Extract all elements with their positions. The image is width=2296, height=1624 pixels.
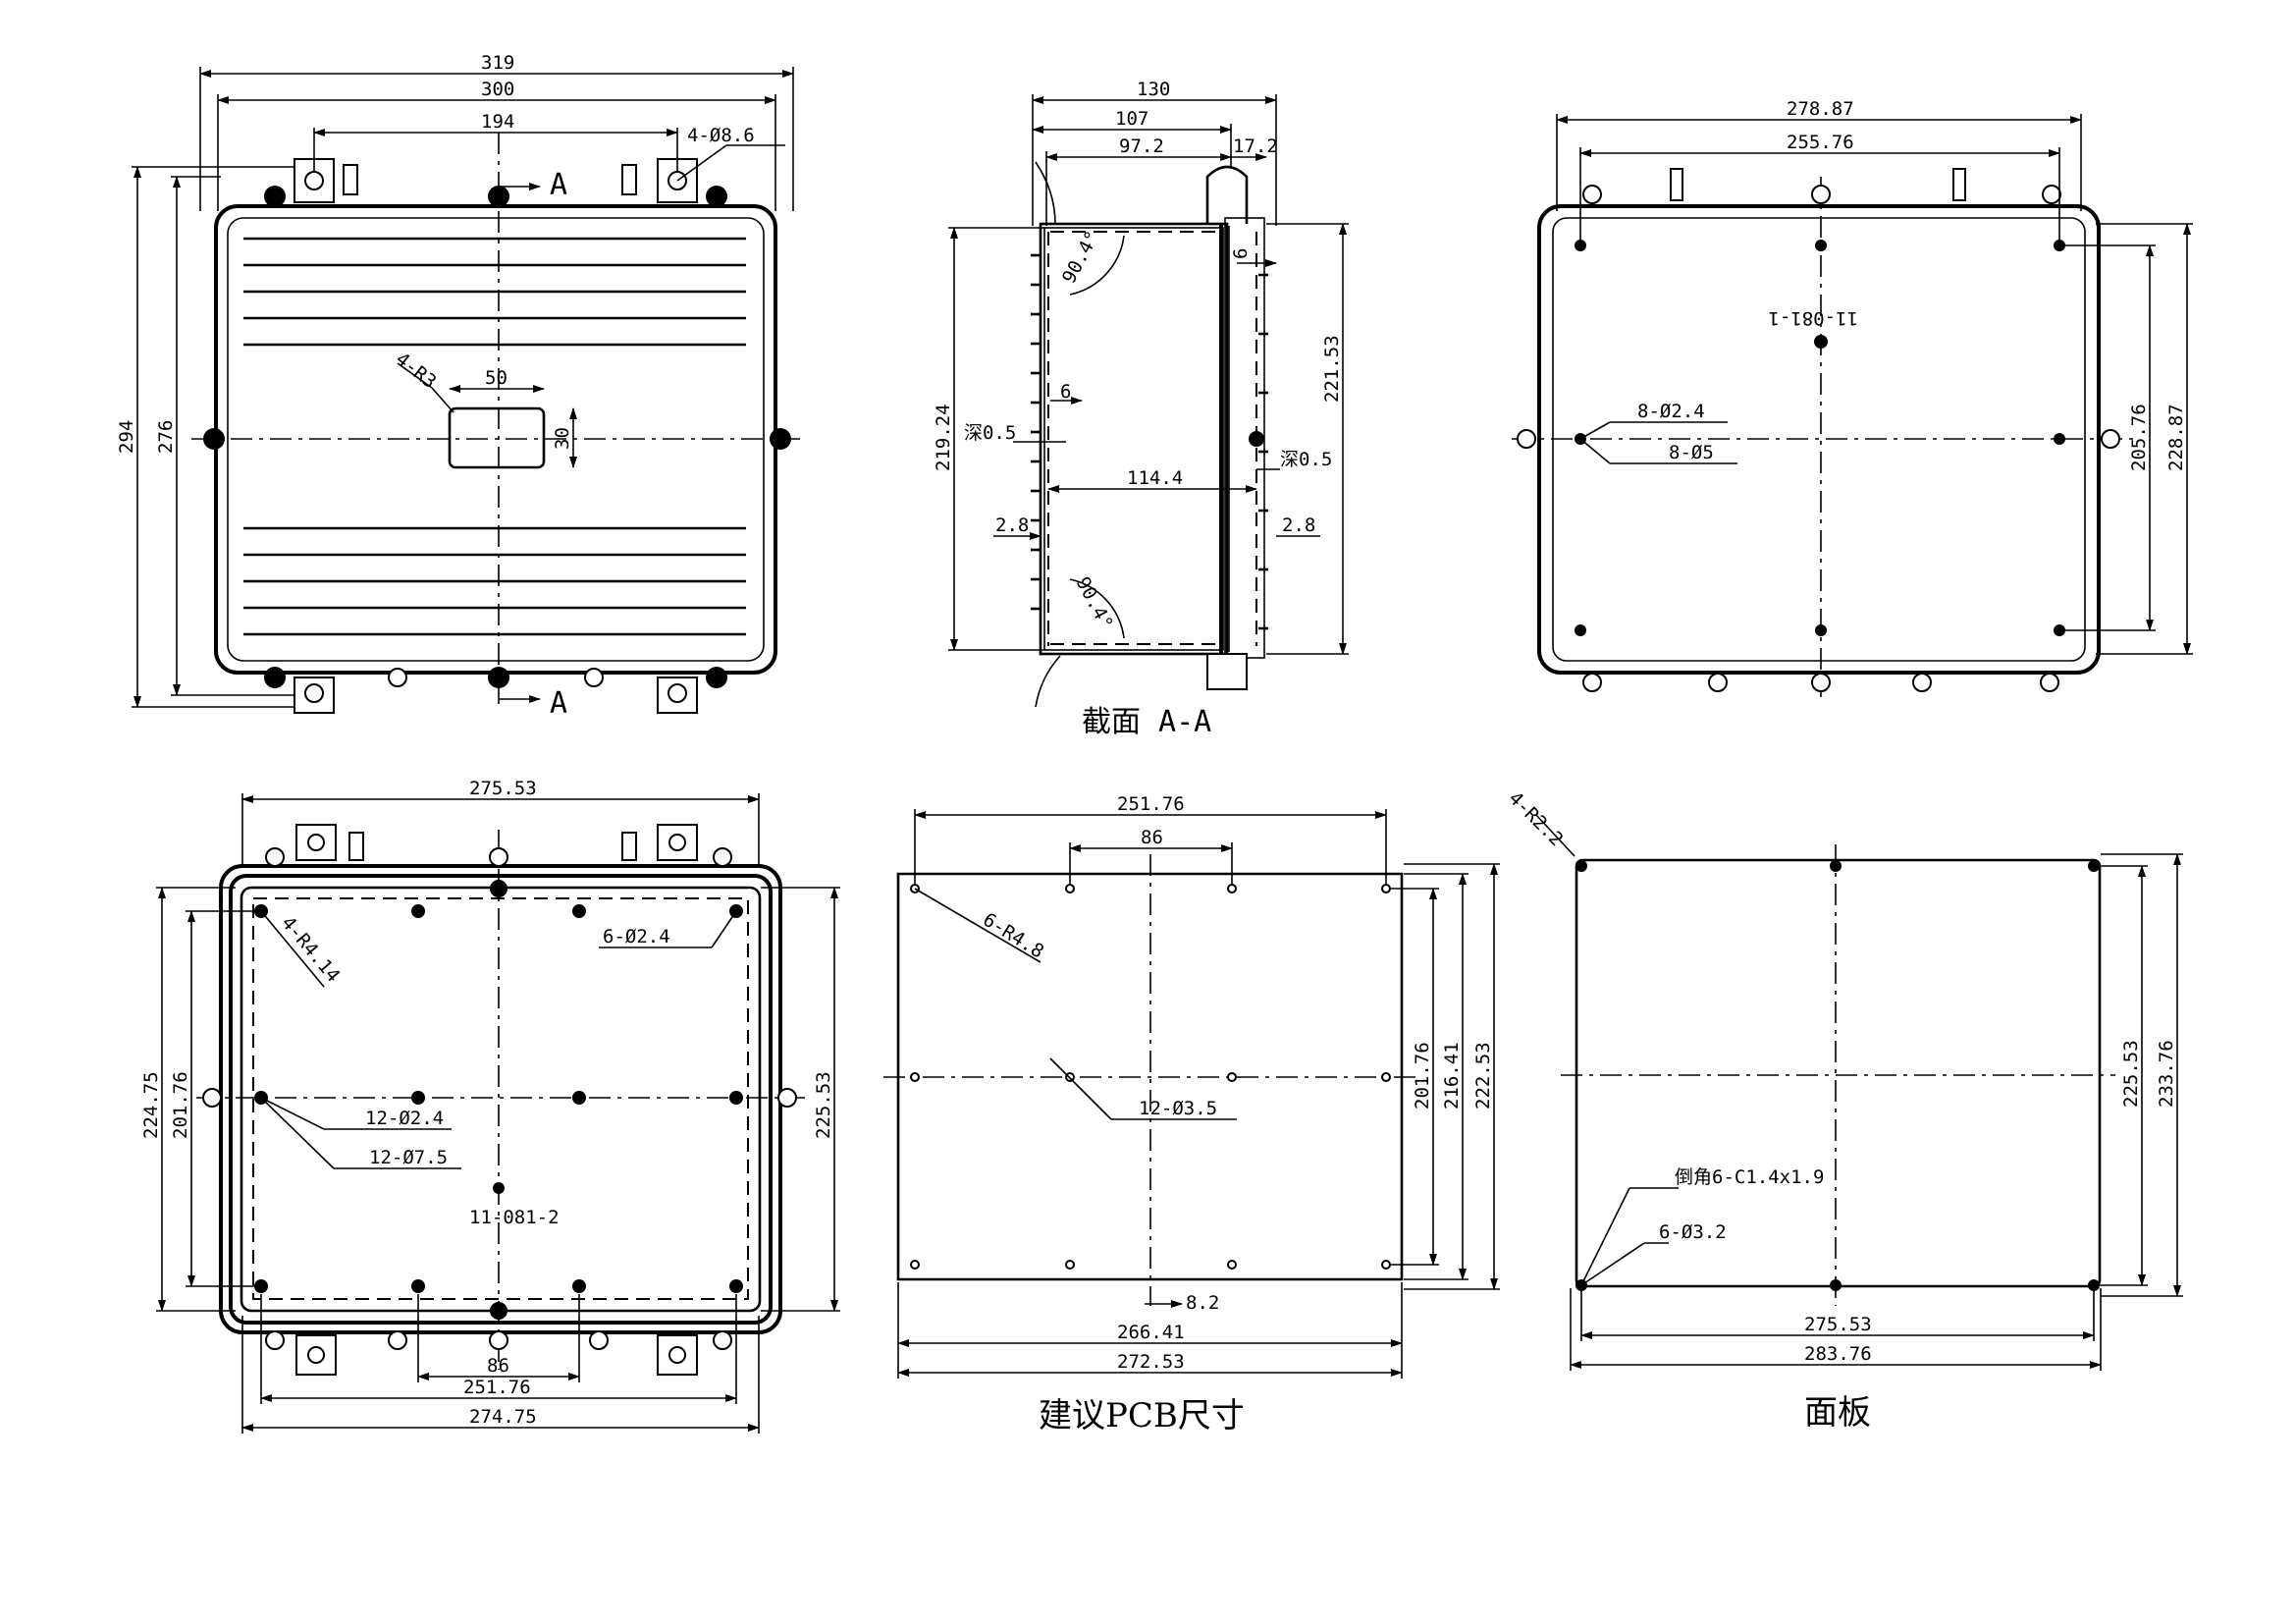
dim-251.76-inside: 251.76 bbox=[463, 1377, 531, 1398]
bottom-view-dimensions: 278.87 255.76 8-Ø2.4 8-Ø5 205.76 228.87 bbox=[1556, 98, 2193, 655]
dim-275.53-panel: 275.53 bbox=[1804, 1314, 1872, 1335]
dim-276: 276 bbox=[155, 420, 177, 454]
dim-107: 107 bbox=[1115, 108, 1148, 130]
dim-255.76: 255.76 bbox=[1787, 132, 1854, 153]
dim-225.53-right: 225.53 bbox=[813, 1071, 834, 1139]
dim-depth-0.5-right: 深0.5 bbox=[1280, 449, 1332, 470]
dim-2.8-left: 2.8 bbox=[995, 514, 1029, 536]
section-fins bbox=[1031, 253, 1268, 630]
pcb-view: 251.76 86 6-R4.8 12-Ø3.5 201.76 216.41 2… bbox=[883, 793, 1500, 1435]
dim-30: 30 bbox=[552, 427, 573, 450]
dim-depth-0.5-left: 深0.5 bbox=[964, 422, 1016, 444]
panel-dimensions: 4-R2.2 225.53 233.76 倒角6-C1.4x1.9 6-Ø3.2… bbox=[1504, 787, 2183, 1371]
inside-view-holes bbox=[202, 824, 797, 1376]
panel-caption: 面板 bbox=[1804, 1393, 1871, 1433]
dim-6-top: 6 bbox=[1230, 248, 1252, 259]
dim-12-dia-2.4: 12-Ø2.4 bbox=[365, 1108, 444, 1129]
dim-6-R4.8: 6-R4.8 bbox=[979, 909, 1047, 963]
dim-275.53-top: 275.53 bbox=[469, 778, 537, 799]
dim-4-R3: 4-R3 bbox=[392, 349, 441, 394]
inside-view-part-number: 11-081-2 bbox=[469, 1207, 560, 1228]
dim-272.53: 272.53 bbox=[1117, 1351, 1185, 1373]
dim-283.76: 283.76 bbox=[1804, 1343, 1872, 1365]
inside-view: 11-081-2 275.53 4-R4.14 6-Ø2.4 224.75 20… bbox=[140, 778, 840, 1434]
dim-97.2: 97.2 bbox=[1119, 135, 1164, 157]
dim-225.53-panel: 225.53 bbox=[2120, 1040, 2142, 1108]
bottom-view-holes bbox=[1517, 168, 2120, 692]
dim-6-dia-3.2: 6-Ø3.2 bbox=[1659, 1221, 1727, 1243]
bottom-view-part-number: 11-081-1 bbox=[1768, 307, 1858, 329]
section-dimensions: 130 107 97.2 17.2 6 219.24 221.53 深0.5 深… bbox=[933, 79, 1349, 655]
section-view: 130 107 97.2 17.2 6 219.24 221.53 深0.5 深… bbox=[933, 79, 1349, 739]
dim-8.2: 8.2 bbox=[1186, 1292, 1219, 1314]
section-mark-a-top: A bbox=[550, 168, 567, 202]
dim-130: 130 bbox=[1137, 79, 1170, 100]
dim-12-dia-7.5: 12-Ø7.5 bbox=[369, 1147, 448, 1168]
dim-6-dia-2.4: 6-Ø2.4 bbox=[603, 926, 670, 947]
mounting-ears bbox=[203, 158, 791, 714]
pcb-dimensions: 251.76 86 6-R4.8 12-Ø3.5 201.76 216.41 2… bbox=[897, 793, 1500, 1379]
dim-2.8-right: 2.8 bbox=[1282, 514, 1315, 536]
window-cutout bbox=[448, 406, 546, 469]
dim-chamfer: 倒角6-C1.4x1.9 bbox=[1675, 1166, 1824, 1188]
top-view: 319 300 194 4-Ø8.6 294 276 50 4-R3 30 A … bbox=[116, 52, 800, 721]
dim-294: 294 bbox=[116, 420, 137, 454]
dim-222.53: 222.53 bbox=[1472, 1042, 1494, 1110]
dim-12-dia-3.5: 12-Ø3.5 bbox=[1139, 1098, 1217, 1119]
panel-holes bbox=[1575, 860, 2100, 1291]
dim-201.76-pcb: 201.76 bbox=[1412, 1042, 1433, 1110]
panel-view: 4-R2.2 225.53 233.76 倒角6-C1.4x1.9 6-Ø3.2… bbox=[1504, 787, 2183, 1433]
dim-86-pcb: 86 bbox=[1141, 827, 1163, 848]
dim-50: 50 bbox=[485, 367, 507, 389]
dim-266.41: 266.41 bbox=[1117, 1322, 1185, 1343]
pcb-caption: 建议PCB尺寸 bbox=[1039, 1396, 1245, 1435]
dim-17.2: 17.2 bbox=[1233, 135, 1278, 157]
dim-194: 194 bbox=[481, 111, 514, 133]
dim-201.76-left: 201.76 bbox=[170, 1071, 191, 1139]
dim-6-mid: 6 bbox=[1060, 381, 1071, 403]
dim-221.53: 221.53 bbox=[1321, 335, 1343, 403]
dim-86-inside: 86 bbox=[487, 1355, 509, 1377]
dim-224.75: 224.75 bbox=[140, 1071, 162, 1139]
dim-219.24: 219.24 bbox=[933, 404, 954, 471]
dim-4-dia-8.6: 4-Ø8.6 bbox=[687, 125, 755, 146]
section-caption: 截面 A-A bbox=[1082, 705, 1211, 739]
dim-300: 300 bbox=[481, 79, 514, 100]
dim-8-dia-2.4: 8-Ø2.4 bbox=[1637, 401, 1705, 422]
dim-angle-top: 90.4° bbox=[1058, 228, 1103, 288]
bottom-view: 11-081-1 278.87 255.76 8-Ø2.4 8-Ø5 205.7… bbox=[1512, 98, 2193, 697]
dim-114.4: 114.4 bbox=[1127, 467, 1183, 489]
dim-278.87: 278.87 bbox=[1787, 98, 1854, 120]
dim-228.87: 228.87 bbox=[2165, 404, 2187, 471]
dim-319: 319 bbox=[481, 52, 514, 74]
dim-233.76: 233.76 bbox=[2156, 1040, 2177, 1108]
section-mark-a-bottom: A bbox=[550, 686, 567, 721]
dim-216.41: 216.41 bbox=[1441, 1042, 1463, 1110]
dim-4-R2.2: 4-R2.2 bbox=[1504, 787, 1567, 850]
dim-274.75: 274.75 bbox=[469, 1406, 537, 1428]
cooling-ribs bbox=[243, 237, 746, 636]
dim-251.76-pcb: 251.76 bbox=[1117, 793, 1185, 815]
dim-205.76: 205.76 bbox=[2128, 404, 2150, 471]
dim-8-dia-5: 8-Ø5 bbox=[1669, 442, 1714, 463]
dim-4-R4.14: 4-R4.14 bbox=[277, 912, 344, 986]
